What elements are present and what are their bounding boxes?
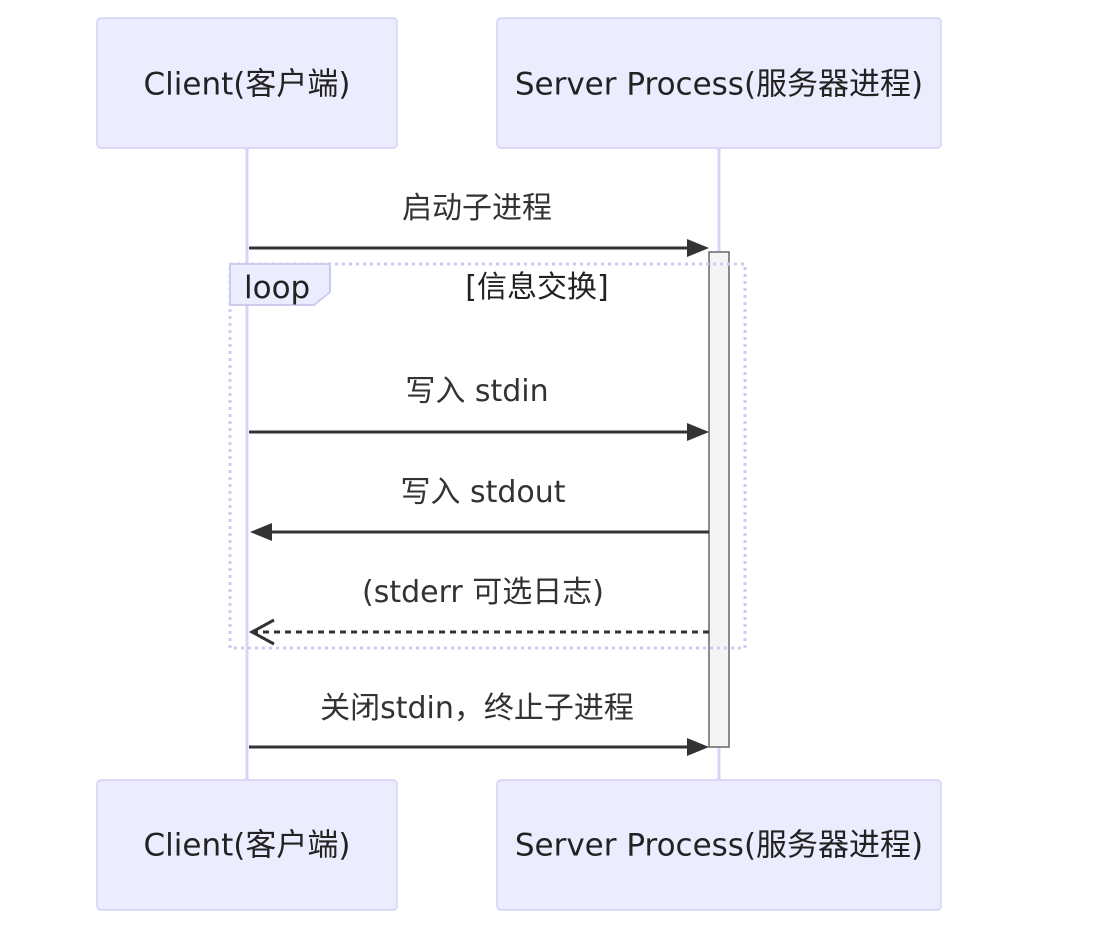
message-2-label: 写入 stdin <box>405 374 548 409</box>
server-actor-top <box>496 17 942 149</box>
message-1-label: 启动子进程 <box>402 191 552 226</box>
loop-frame <box>228 262 747 650</box>
message-2-arrowhead <box>687 423 709 441</box>
message-5-label: 关闭stdin，终止子进程 <box>320 691 634 726</box>
loop-label: loop <box>244 270 310 306</box>
client-actor-top-label: Client(客户端) <box>144 67 351 103</box>
message-5-arrowhead <box>687 738 709 756</box>
message-4-label: (stderr 可选日志) <box>362 575 604 610</box>
server-actor-top-label: Server Process(服务器进程) <box>515 67 923 103</box>
client-actor-bottom-label: Client(客户端) <box>144 828 351 864</box>
loop-condition: [信息交换] <box>465 270 608 305</box>
server-activation-bar <box>708 251 730 748</box>
loop-tag <box>229 263 331 306</box>
message-1-arrowhead <box>687 239 709 257</box>
message-3-label: 写入 stdout <box>400 475 565 510</box>
client-actor-top <box>96 17 398 149</box>
server-actor-bottom <box>496 779 942 911</box>
message-3-arrowhead <box>250 523 272 541</box>
message-4-arrowhead <box>248 618 275 646</box>
server-actor-bottom-label: Server Process(服务器进程) <box>515 828 923 864</box>
client-actor-bottom <box>96 779 398 911</box>
